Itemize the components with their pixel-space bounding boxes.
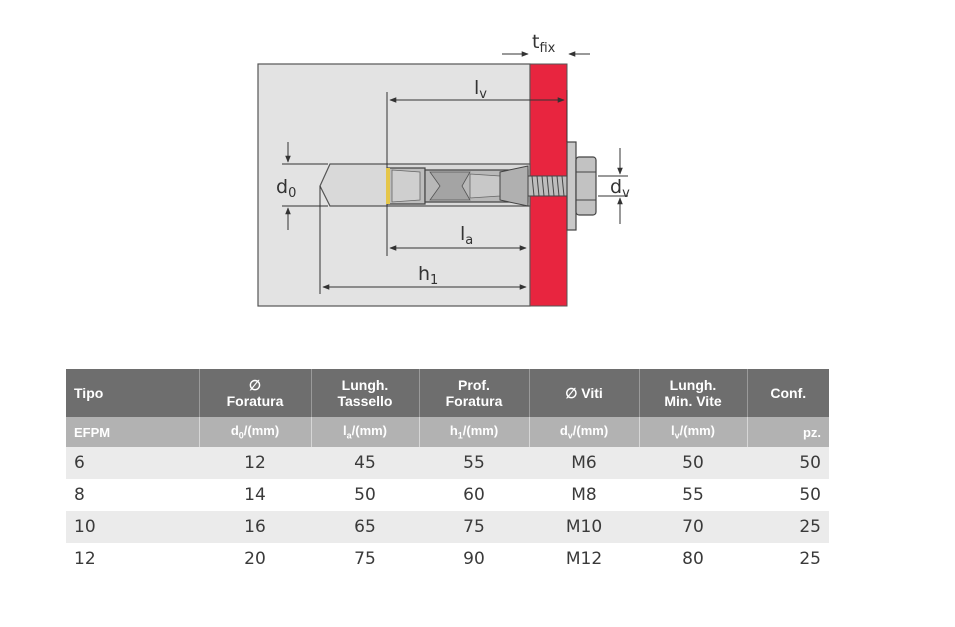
table-cell: 6	[66, 447, 199, 479]
bolt	[527, 175, 569, 197]
table-cell: 20	[244, 549, 266, 569]
unit-cell: dv/(mm)	[529, 417, 640, 447]
table-cell: 25	[799, 549, 821, 569]
svg-text:tfix: tfix	[532, 31, 556, 56]
header-lungh-min-vite: Lungh.Min. Vite	[639, 369, 748, 417]
header-tipo: Tipo	[66, 369, 200, 417]
table-cell: 8	[74, 485, 85, 505]
table-cell: 16	[199, 511, 311, 543]
unit-cell: lv/(mm)	[639, 417, 748, 447]
la-dimension: la	[386, 204, 527, 256]
table-cell: 65	[311, 511, 419, 543]
table-cell: M8	[571, 485, 597, 505]
table-cell: 12	[199, 447, 311, 479]
table-cell: 70	[639, 511, 747, 543]
table-cell: 90	[463, 549, 485, 569]
unit-cell: pz.	[747, 417, 829, 447]
table-cell: 55	[682, 485, 704, 505]
header-foratura: ∅Foratura	[199, 369, 312, 417]
hex-nut	[575, 156, 597, 216]
svg-text:d0: d0	[276, 176, 296, 201]
spec-table: Tipo ∅Foratura Lungh.Tassello Prof.Forat…	[66, 369, 829, 575]
table-cell: 50	[799, 485, 821, 505]
table-cell: 50	[747, 447, 829, 479]
anchor-diagram: tfix lv d0 dv la h1	[257, 31, 630, 307]
table-cell: M12	[565, 549, 603, 569]
table-header-row: Tipo ∅Foratura Lungh.Tassello Prof.Forat…	[66, 369, 829, 417]
table-cell: 60	[463, 485, 485, 505]
table-units-row: EFPM d0/(mm) la/(mm) h1/(mm) dv/(mm) lv/…	[66, 417, 829, 447]
header-viti: ∅ Viti	[529, 369, 640, 417]
table-row: 12 20 75 90 M12 80 25	[66, 543, 829, 575]
table-cell: M10	[529, 511, 639, 543]
h1-dimension: h1	[319, 186, 527, 294]
svg-text:lv: lv	[474, 77, 487, 102]
header-conf: Conf.	[747, 369, 829, 417]
header-prof-foratura: Prof.Foratura	[419, 369, 530, 417]
svg-text:dv: dv	[610, 176, 630, 201]
unit-cell: EFPM	[66, 417, 200, 447]
table-cell: 50	[354, 485, 376, 505]
svg-text:la: la	[460, 223, 473, 248]
d0-dimension: d0	[276, 142, 328, 230]
anchor-body	[386, 165, 529, 207]
dv-dimension: dv	[598, 148, 630, 224]
table-row: 8 14 50 60 M8 55 50	[66, 479, 829, 511]
table-cell: 80	[682, 549, 704, 569]
unit-cell: la/(mm)	[311, 417, 420, 447]
svg-text:h1: h1	[418, 263, 438, 288]
tfix-dimension: tfix	[502, 31, 590, 57]
lv-dimension: lv	[386, 77, 568, 168]
table-cell: 50	[639, 447, 747, 479]
washer	[566, 141, 577, 231]
table-cell: 14	[244, 485, 266, 505]
table-cell: M6	[529, 447, 639, 479]
table-cell: 25	[747, 511, 829, 543]
unit-cell: h1/(mm)	[419, 417, 530, 447]
unit-cell: d0/(mm)	[199, 417, 312, 447]
table-cell: 45	[311, 447, 419, 479]
table-row: 6 12 45 55 M6 50 50	[66, 447, 829, 479]
table-cell: 12	[74, 549, 96, 569]
table-cell: 10	[66, 511, 199, 543]
table-cell: 55	[419, 447, 529, 479]
table-cell: 75	[419, 511, 529, 543]
header-lungh-tassello: Lungh.Tassello	[311, 369, 420, 417]
table-cell: 75	[354, 549, 376, 569]
table-row: 10 16 65 75 M10 70 25	[66, 511, 829, 543]
